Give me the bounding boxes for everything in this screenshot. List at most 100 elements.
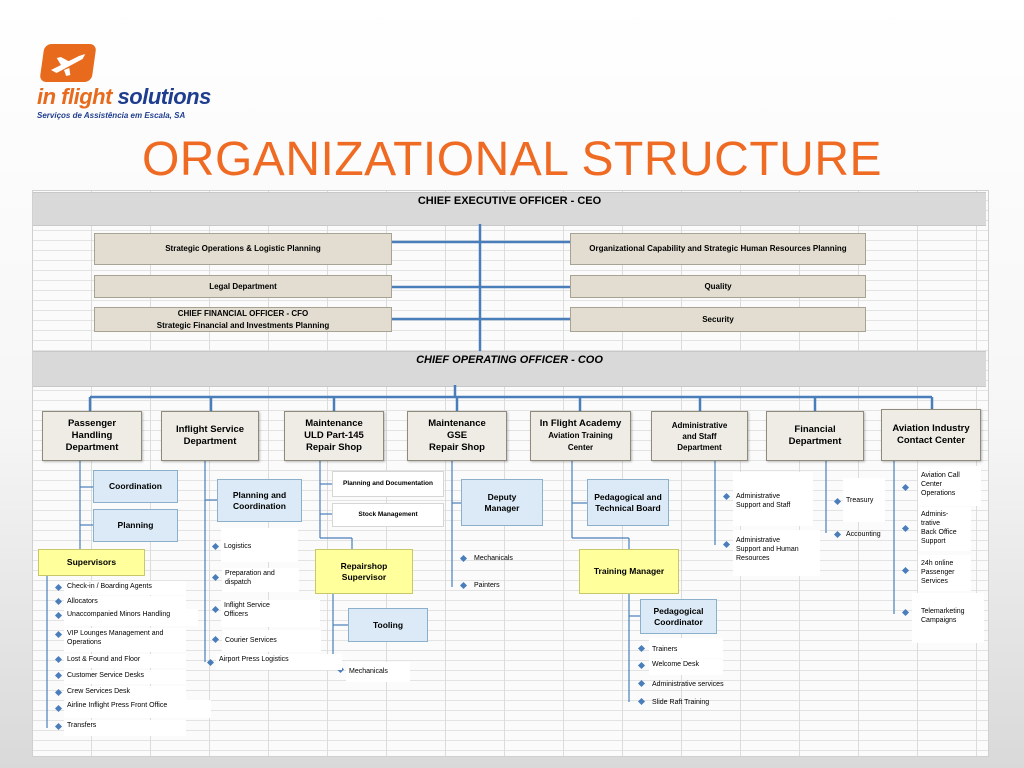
dept-label-line: Department bbox=[677, 442, 722, 452]
uld-tooling: Tooling bbox=[348, 608, 428, 642]
list-item-line: Campaigns bbox=[921, 617, 957, 624]
list-item-line: Support and Human bbox=[736, 546, 799, 553]
staff-strategic-operations: Strategic Operations & Logistic Planning bbox=[94, 233, 392, 265]
list-item: Transfers bbox=[64, 720, 186, 736]
dept-passenger-handling: Passenger Handling Department bbox=[42, 411, 142, 461]
list-item: Customer Service Desks bbox=[64, 670, 186, 684]
ceo-label: CHIEF EXECUTIVE OFFICER - CEO bbox=[417, 195, 602, 207]
list-item-line: Adminis- bbox=[921, 511, 949, 518]
staff-security: Security bbox=[570, 307, 866, 332]
list-item: Courier Services bbox=[222, 630, 321, 652]
list-item: Administrative Support and Human Resourc… bbox=[733, 530, 820, 576]
dept-label-line: and Staff bbox=[682, 431, 717, 441]
dept-label-line: GSE bbox=[446, 430, 468, 441]
list-item-line: Officers bbox=[224, 611, 248, 618]
passenger-coordination: Coordination bbox=[93, 470, 178, 503]
list-item: Allocators bbox=[64, 596, 186, 609]
ceo-band bbox=[33, 192, 986, 226]
list-item: Lost & Found and Floor bbox=[64, 654, 186, 668]
list-item-line: Telemarketing bbox=[921, 608, 965, 615]
inflight-planning-coordination: Planning and Coordination bbox=[217, 479, 302, 522]
list-item-line: Center bbox=[921, 481, 943, 488]
academy-pedagogical-coordinator: Pedagogical Coordinator bbox=[640, 599, 717, 634]
list-item: Administrative Support and Staff bbox=[733, 472, 813, 526]
cfo-title: CHIEF FINANCIAL OFFICER - CFO bbox=[177, 308, 309, 318]
list-item-line: Operations bbox=[921, 490, 956, 497]
list-item: Crew Services Desk bbox=[64, 686, 186, 700]
coo-label: CHIEF OPERATING OFFICER - COO bbox=[416, 354, 603, 366]
list-item: Aviation Call Center Operations bbox=[918, 466, 981, 506]
list-item: Painters bbox=[474, 582, 500, 589]
box-label-line: Supervisor bbox=[341, 571, 387, 582]
dept-label-line: Maintenance bbox=[305, 418, 363, 429]
list-item-line: Inflight Service bbox=[224, 602, 270, 609]
uld-repairshop-supervisor: Repairshop Supervisor bbox=[315, 549, 413, 594]
dept-financial: Financial Department bbox=[766, 411, 864, 461]
gse-deputy-manager: Deputy Manager bbox=[461, 479, 543, 526]
uld-stock-management: Stock Management bbox=[332, 503, 444, 527]
logo-name-part2: solutions bbox=[111, 84, 212, 109]
box-label-line: Manager bbox=[484, 502, 520, 513]
list-item-line: Administrative bbox=[736, 493, 780, 500]
list-item: Inflight Service Officers bbox=[221, 600, 320, 627]
box-label-line: Coordinator bbox=[654, 616, 703, 627]
list-item-line: trative bbox=[921, 520, 941, 527]
staff-organizational-capability: Organizational Capability and Strategic … bbox=[570, 233, 866, 265]
list-item: Treasury bbox=[843, 478, 885, 522]
page-title: ORGANIZATIONAL STRUCTURE bbox=[141, 133, 883, 186]
academy-pedagogical-board: Pedagogical and Technical Board bbox=[587, 479, 669, 526]
box-label-line: Technical Board bbox=[595, 502, 661, 513]
cfo-subtitle: Strategic Financial and Investments Plan… bbox=[156, 320, 330, 330]
list-item-line: Services bbox=[921, 578, 948, 585]
dept-label-line: Aviation Industry bbox=[892, 423, 970, 434]
dept-label-line: Contact Center bbox=[896, 435, 966, 446]
list-item-line: Back Office bbox=[921, 529, 957, 536]
list-item: Accounting bbox=[846, 531, 881, 538]
passenger-supervisors: Supervisors bbox=[38, 549, 145, 576]
dept-label-line: In Flight Academy bbox=[539, 418, 622, 429]
box-label-line: Pedagogical and bbox=[594, 491, 662, 502]
box-label-line: Pedagogical bbox=[653, 605, 704, 616]
list-item: Airport Press Logistics bbox=[216, 654, 342, 670]
airplane-icon bbox=[51, 54, 86, 76]
dept-maintenance-uld: Maintenance ULD Part-145 Repair Shop bbox=[284, 411, 384, 461]
dept-inflight-service: Inflight Service Department bbox=[161, 411, 259, 461]
staff-legal-department: Legal Department bbox=[94, 275, 392, 298]
coo-band bbox=[33, 351, 986, 387]
list-item: Administrative services bbox=[652, 681, 724, 688]
list-item: 24h online Passenger Services bbox=[918, 555, 971, 591]
list-item-line: dispatch bbox=[225, 579, 252, 586]
box-label-line: Coordination bbox=[233, 500, 286, 511]
list-item: Adminis- trative Back Office Support bbox=[918, 507, 971, 551]
list-item: Check-in / Boarding Agents bbox=[64, 581, 186, 595]
list-item-line: Resources bbox=[736, 555, 770, 562]
passenger-planning: Planning bbox=[93, 509, 178, 542]
dept-label-line: Handling bbox=[71, 430, 113, 441]
list-item: Mechanicals bbox=[346, 662, 410, 682]
dept-label-line: Department bbox=[65, 442, 119, 453]
logo-name-part1: in flight bbox=[37, 84, 112, 109]
staff-quality: Quality bbox=[570, 275, 866, 298]
list-item-line: 24h online bbox=[921, 560, 954, 567]
list-item: VIP Lounges Management and Operations bbox=[64, 628, 186, 652]
dept-label-line: Administrative bbox=[671, 420, 728, 430]
list-item-line: VIP Lounges Management and bbox=[67, 630, 164, 637]
dept-label-line: Financial bbox=[794, 424, 836, 435]
list-item: Airline Inflight Press Front Office bbox=[64, 700, 211, 718]
list-item-line: Operations bbox=[67, 639, 102, 646]
dept-label-line: ULD Part-145 bbox=[304, 430, 364, 441]
list-item: Welcome Desk bbox=[649, 659, 723, 675]
list-item-line: Support bbox=[921, 538, 946, 545]
logo-tagline: Serviços de Assistência em Escala, SA bbox=[37, 111, 186, 120]
dept-inflight-academy: In Flight Academy Aviation Training Cent… bbox=[530, 411, 631, 461]
dept-label-line: Repair Shop bbox=[306, 442, 362, 453]
logo-icon bbox=[39, 44, 97, 82]
dept-label-line: Center bbox=[567, 443, 594, 452]
dept-maintenance-gse: Maintenance GSE Repair Shop bbox=[407, 411, 507, 461]
dept-label-line: Maintenance bbox=[428, 418, 486, 429]
staff-cfo: CHIEF FINANCIAL OFFICER - CFO Strategic … bbox=[94, 307, 392, 332]
list-item: Telemarketing Campaigns bbox=[912, 593, 984, 643]
dept-label-line: Inflight Service bbox=[175, 424, 245, 435]
list-item: Preparation and dispatch bbox=[222, 568, 299, 592]
list-item: Slide Raft Training bbox=[652, 699, 710, 706]
